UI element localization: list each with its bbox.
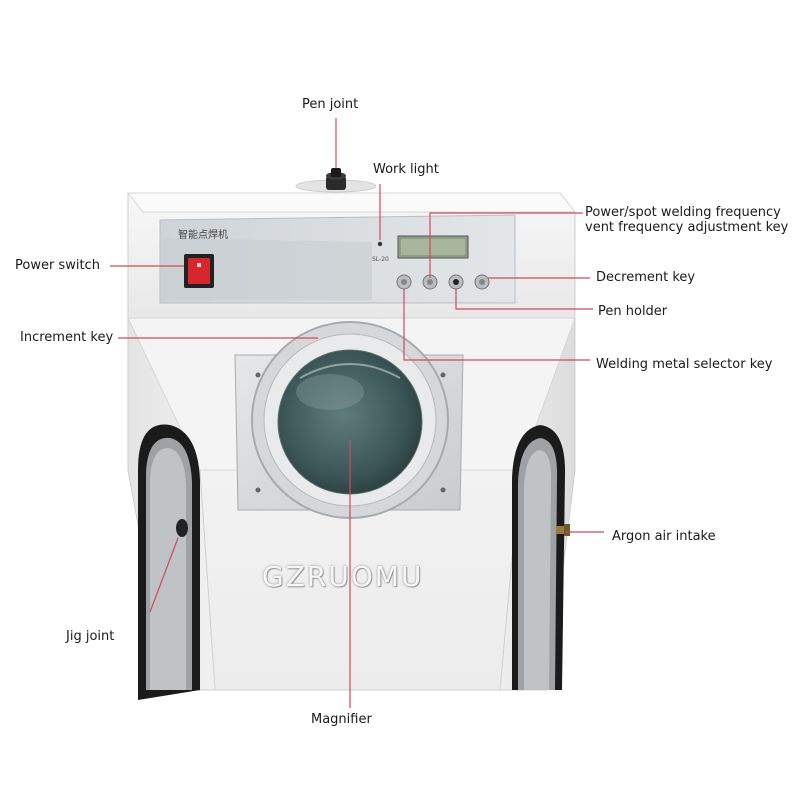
label-work-light: Work light	[373, 162, 439, 177]
leader-power-spot	[429, 212, 583, 278]
lcd-label: SL-20	[372, 256, 389, 263]
lcd-display	[397, 235, 469, 259]
label-argon-air-intake: Argon air intake	[612, 529, 716, 544]
pen-joint-connector	[295, 168, 377, 193]
label-power-spot-line1: Power/spot welding frequency	[585, 205, 781, 220]
leader-jig-joint	[149, 537, 179, 613]
magnifier-lens	[251, 321, 449, 519]
power-switch[interactable]	[184, 254, 214, 288]
jig-joint-knob	[176, 519, 188, 537]
label-power-switch: Power switch	[15, 258, 100, 273]
work-light-led	[377, 241, 383, 247]
panel-title: 智能点焊机	[178, 230, 228, 241]
right-arch-opening	[512, 425, 566, 690]
label-decrement-key: Decrement key	[596, 270, 696, 285]
leader-welding-metal	[403, 289, 590, 361]
label-pen-holder: Pen holder	[598, 304, 668, 319]
argon-intake-fitting	[556, 524, 570, 536]
label-pen-joint: Pen joint	[302, 97, 359, 112]
label-welding-metal-selector-key: Welding metal selector key	[596, 357, 773, 372]
label-increment-key: Increment key	[20, 330, 114, 345]
label-power-spot-line2: vent frequency adjustment key	[585, 220, 789, 235]
watermark: GZRUOMU	[262, 560, 424, 593]
label-jig-joint: Jig joint	[66, 629, 115, 644]
label-magnifier: Magnifier	[311, 712, 372, 727]
leader-pen-holder	[455, 288, 593, 310]
